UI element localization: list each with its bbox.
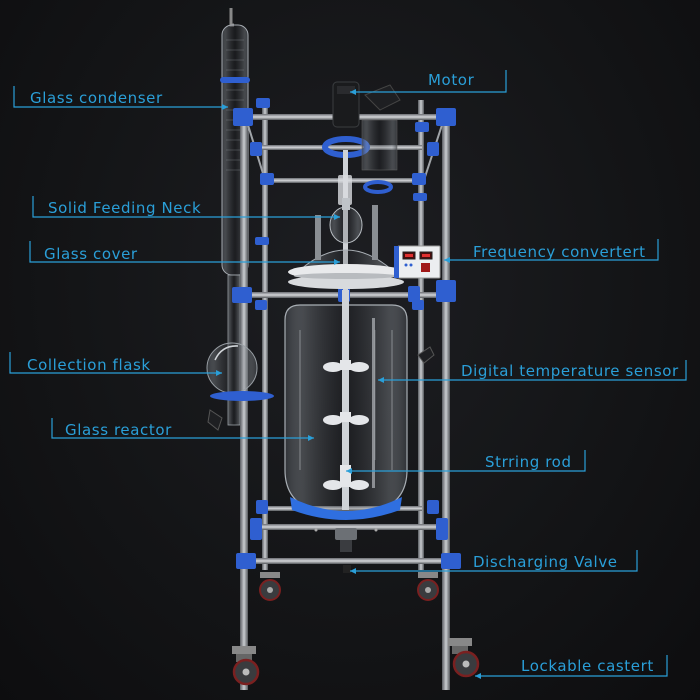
callout-arrowheads xyxy=(216,89,481,679)
label-frequency-converter: Frequency convertert xyxy=(473,243,646,261)
label-motor: Motor xyxy=(428,71,475,89)
stirring-rod xyxy=(323,290,369,510)
label-digital-temperature-sensor: Digital temperature sensor xyxy=(461,362,679,380)
frequency-converter xyxy=(394,245,441,279)
label-glass-cover: Glass cover xyxy=(44,245,138,263)
collection-flask xyxy=(206,342,274,431)
callout-lines xyxy=(9,70,687,677)
discharging-valve xyxy=(314,528,378,573)
casters xyxy=(232,572,480,686)
temperature-sensor-probe xyxy=(372,318,375,488)
label-lockable-caster: Lockable castert xyxy=(521,657,654,675)
label-solid-feeding-neck: Solid Feeding Neck xyxy=(48,199,202,217)
label-discharging-valve: Discharging Valve xyxy=(473,553,618,571)
label-glass-reactor: Glass reactor xyxy=(65,421,172,439)
label-collection-flask: Collection flask xyxy=(27,356,151,374)
label-stirring-rod: Strring rod xyxy=(485,453,572,471)
label-glass-condenser: Glass condenser xyxy=(30,89,163,107)
glass-cover xyxy=(288,198,404,289)
